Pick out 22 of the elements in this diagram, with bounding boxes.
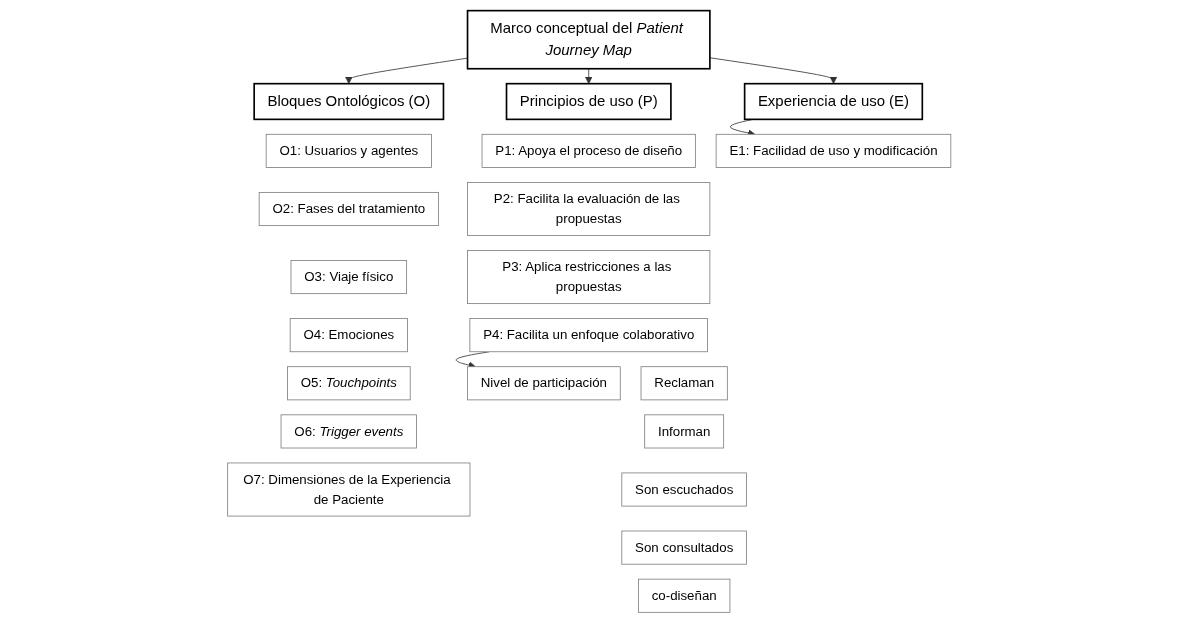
node-box: Marco conceptual del Patient Journey Map bbox=[466, 9, 711, 70]
node-box: Reclaman bbox=[640, 366, 728, 401]
node-box: P4: Facilita un enfoque colaborativo bbox=[469, 318, 708, 353]
node-box: Bloques Ontológicos (O) bbox=[253, 82, 445, 121]
node-box: Experiencia de uso (E) bbox=[743, 82, 923, 121]
node-box: O3: Viaje físico bbox=[290, 260, 407, 295]
node-box: Son escuchados bbox=[621, 472, 747, 507]
node-box: P2: Facilita la evaluación de las propuestas bbox=[466, 182, 711, 236]
node-box: Son consultados bbox=[621, 530, 747, 565]
node-box: O4: Emociones bbox=[289, 318, 408, 353]
node-box: P3: Aplica restricciones a las propuestas bbox=[466, 250, 711, 305]
node-box: O6: Trigger events bbox=[280, 414, 417, 449]
node-box: Nivel de participación bbox=[466, 366, 621, 401]
node-box: O1: Usuarios y agentes bbox=[265, 133, 432, 168]
node-box: Principios de uso (P) bbox=[505, 82, 672, 121]
node-box: O7: Dimensiones de la Experiencia de Paciente bbox=[227, 462, 471, 517]
node-box: P1: Apoya el proceso de diseño bbox=[481, 133, 696, 168]
node-box: co-diseñan bbox=[637, 578, 731, 613]
node-box: Informan bbox=[644, 414, 724, 449]
node-box: O2: Fases del tratamiento bbox=[258, 192, 439, 226]
node-box: O5: Touchpoints bbox=[286, 366, 411, 401]
node-box: E1: Facilidad de uso y modificación bbox=[715, 133, 951, 168]
